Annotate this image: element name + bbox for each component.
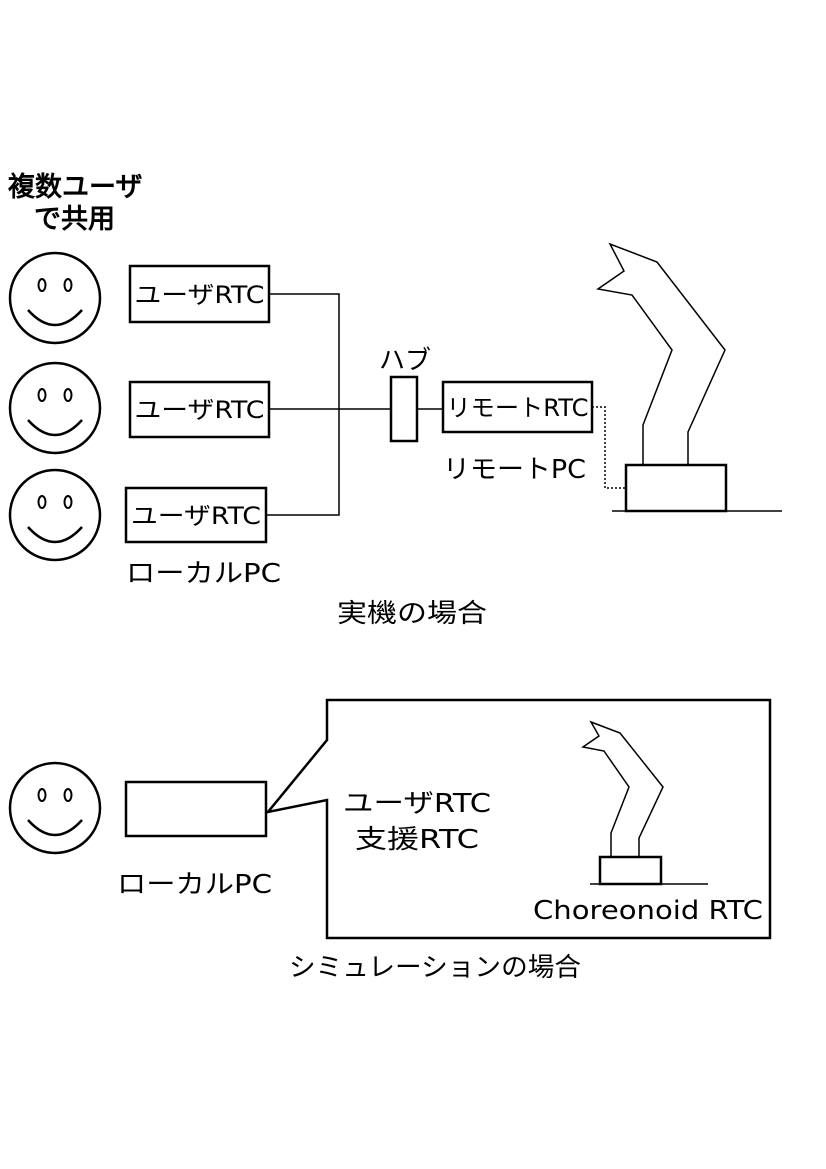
sim-local-pc-label: ローカルPC — [117, 870, 272, 900]
real-machine-caption: 実機の場合 — [337, 599, 487, 629]
smiley-face-icon — [8, 361, 102, 455]
robot-arm-icon — [581, 720, 708, 886]
network-wire — [266, 293, 340, 516]
svg-text:リモートRTC: リモートRTC — [447, 394, 589, 422]
sim-support-rtc-label: 支援RTC — [355, 825, 479, 855]
local-pc-label: ローカルPC — [126, 559, 281, 589]
local-pc-box — [124, 780, 268, 838]
dotted-connection — [592, 406, 626, 489]
sim-user-rtc-label: ユーザRTC — [343, 789, 491, 819]
simulation-caption: シミュレーションの場合 — [289, 953, 581, 983]
hub-label: ハブ — [379, 346, 431, 376]
svg-text:ユーザRTC: ユーザRTC — [131, 502, 261, 530]
shared-users-label-line1: 複数ユーザ — [8, 171, 142, 203]
choreonoid-rtc-label: Choreonoid RTC — [533, 896, 763, 926]
svg-text:ユーザRTC: ユーザRTC — [135, 396, 265, 424]
user-rtc-box: ユーザRTC — [128, 380, 271, 439]
remote-rtc-box: リモートRTC — [441, 380, 594, 434]
user-rtc-box: ユーザRTC — [128, 264, 271, 324]
hub-box — [389, 375, 419, 443]
local-pc-callout — [264, 698, 772, 940]
smiley-face-icon — [8, 761, 102, 855]
robot-arm-icon — [596, 242, 782, 513]
user-rtc-box: ユーザRTC — [124, 486, 268, 544]
svg-text:ユーザRTC: ユーザRTC — [135, 281, 265, 309]
remote-pc-label: リモートPC — [443, 455, 586, 485]
shared-users-label-line2: で共用 — [34, 204, 115, 235]
smiley-face-icon — [8, 251, 102, 345]
smiley-face-icon — [8, 468, 102, 562]
